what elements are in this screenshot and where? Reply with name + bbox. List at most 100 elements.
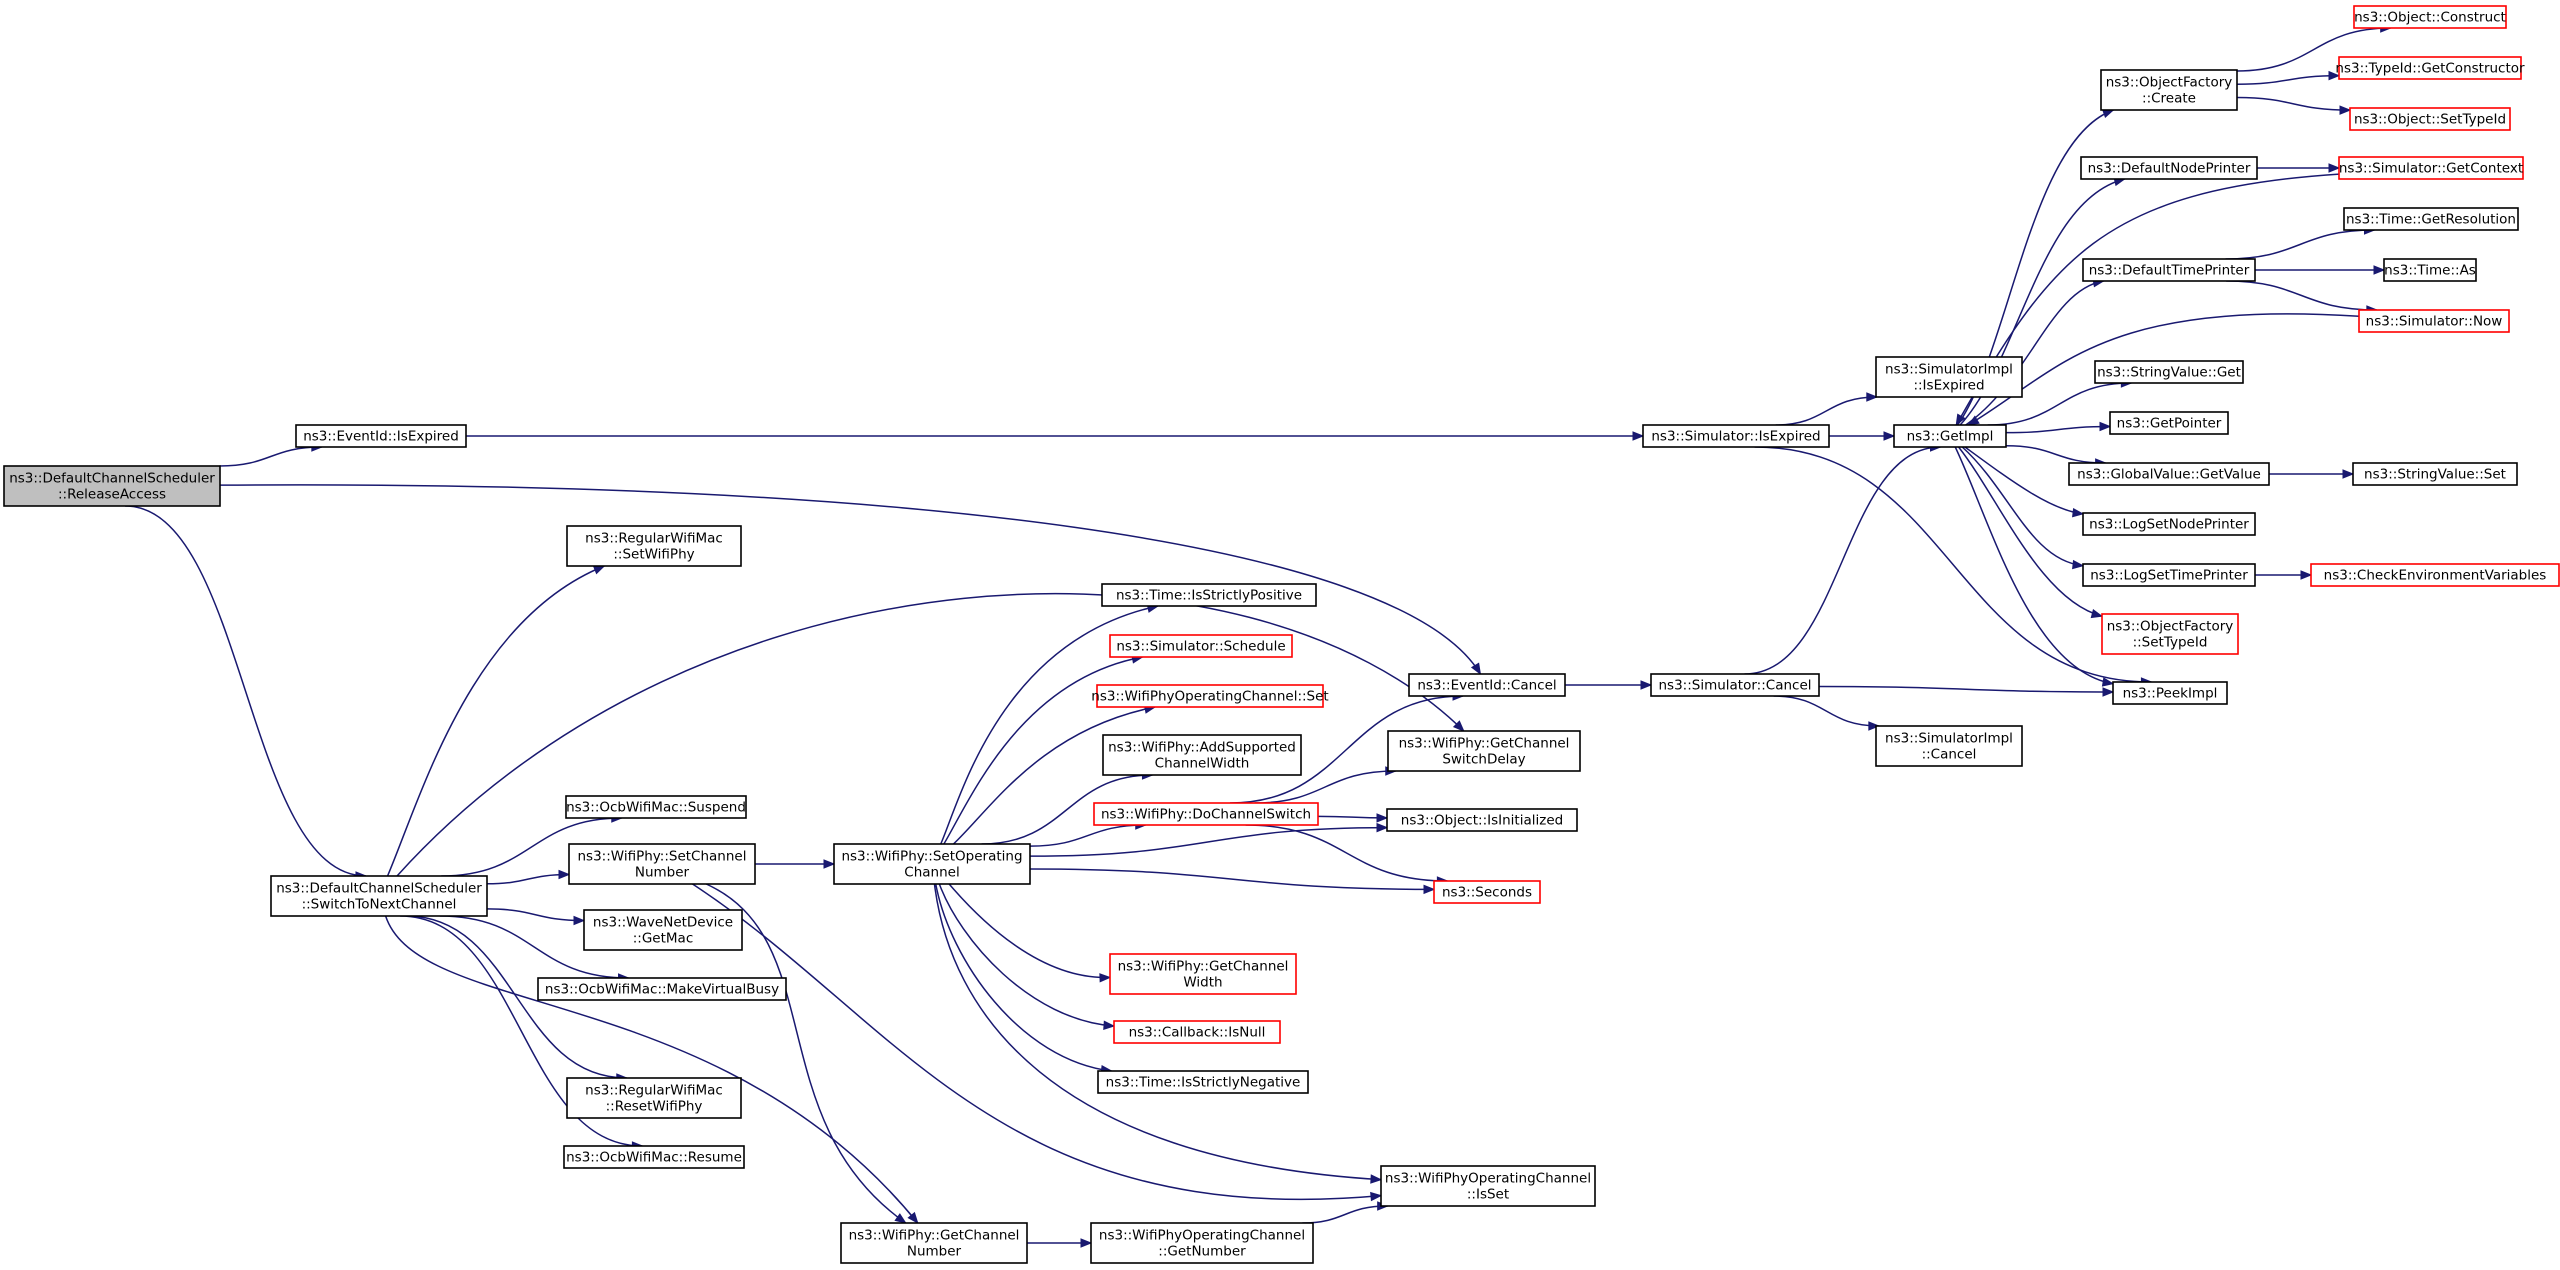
edge-dochanswitch-to-getswitchdelay: [1254, 770, 1396, 804]
node-cb-isnull[interactable]: ns3::Callback::IsNull: [1113, 1020, 1281, 1044]
node-label: ns3::StringValue::Set: [2364, 467, 2506, 483]
node-peekimpl[interactable]: ns3::PeekImpl: [2112, 681, 2228, 705]
node-getimpl[interactable]: ns3::GetImpl: [1893, 424, 2007, 448]
edge-setopchan-to-obj-isinit: [1029, 826, 1388, 857]
node-logsettime[interactable]: ns3::LogSetTimePrinter: [2082, 563, 2256, 587]
node-obj-isinit[interactable]: ns3::Object::IsInitialized: [1386, 808, 1578, 832]
edge-gv-getvalue-to-strval-set-arrowhead: [2342, 469, 2355, 479]
node-label: ::SetTypeId: [2133, 635, 2208, 651]
node-seconds[interactable]: ns3::Seconds: [1433, 880, 1541, 904]
node-sim-now[interactable]: ns3::Simulator::Now: [2358, 309, 2510, 333]
node-checkenv[interactable]: ns3::CheckEnvironmentVariables: [2310, 563, 2560, 587]
node-sim-expired[interactable]: ns3::Simulator::IsExpired: [1642, 424, 1830, 448]
node-label: ns3::Callback::IsNull: [1129, 1025, 1266, 1041]
node-sim-schedule[interactable]: ns3::Simulator::Schedule: [1109, 634, 1293, 658]
node-gv-getvalue[interactable]: ns3::GlobalValue::GetValue: [2068, 462, 2270, 486]
edge-sim-cancel-to-peekimpl: [1818, 685, 2114, 693]
edge-sim-getcontext-to-getimpl-arrowhead: [1955, 413, 1966, 427]
node-dochanswitch[interactable]: ns3::WifiPhy::DoChannelSwitch: [1093, 802, 1319, 826]
edge-setchannum-to-getchannum-arrowhead: [894, 1213, 907, 1224]
node-simimpl-expired[interactable]: ns3::SimulatorImpl::IsExpired: [1875, 356, 2023, 398]
node-label: ns3::GetImpl: [1907, 429, 1994, 445]
node-time-pos[interactable]: ns3::Time::IsStrictlyPositive: [1101, 583, 1317, 607]
node-box: [2109, 411, 2229, 435]
edge-eid-cancel-to-sim-cancel-arrowhead: [1640, 680, 1653, 690]
node-def-time-printer[interactable]: ns3::DefaultTimePrinter: [2082, 258, 2256, 282]
node-woc-set[interactable]: ns3::WifiPhyOperatingChannel::Set: [1091, 684, 1329, 708]
node-rwm-setphy[interactable]: ns3::RegularWifiMac::SetWifiPhy: [566, 525, 742, 567]
node-label: ns3::Simulator::Now: [2366, 314, 2503, 330]
node-of-create[interactable]: ns3::ObjectFactory::Create: [2100, 69, 2238, 111]
edge-switchnext-to-wnd-getmac-arrowhead: [573, 915, 586, 926]
node-label: ns3::Object::SetTypeId: [2354, 112, 2506, 128]
node-box: [3, 465, 221, 507]
node-ocb-resume[interactable]: ns3::OcbWifiMac::Resume: [563, 1145, 745, 1169]
node-box: [1642, 424, 1830, 448]
node-eid-cancel[interactable]: ns3::EventId::Cancel: [1408, 673, 1566, 697]
node-logsetnode[interactable]: ns3::LogSetNodePrinter: [2082, 512, 2256, 536]
edge-woc-getnum-to-woc-isset: [1302, 1205, 1388, 1224]
edge-switchnext-to-rwm-resetphy: [406, 915, 627, 1079]
node-woc-getnum[interactable]: ns3::WifiPhyOperatingChannel::GetNumber: [1090, 1222, 1314, 1264]
node-ocb-busy[interactable]: ns3::OcbWifiMac::MakeVirtualBusy: [537, 977, 787, 1001]
edge-setopchan-to-getchanwidth-arrowhead: [1099, 973, 1112, 983]
node-label: ns3::WifiPhyOperatingChannel: [1385, 1171, 1591, 1187]
node-ocb-suspend[interactable]: ns3::OcbWifiMac::Suspend: [565, 795, 747, 819]
node-strval-set[interactable]: ns3::StringValue::Set: [2352, 462, 2518, 486]
node-label: ns3::WifiPhy::DoChannelSwitch: [1101, 807, 1311, 823]
node-box: [2082, 512, 2256, 536]
node-label: ns3::ObjectFactory: [2106, 75, 2233, 91]
node-box: [1875, 356, 2023, 398]
node-box: [1433, 880, 1541, 904]
node-box: [1102, 734, 1302, 776]
node-label: ns3::DefaultChannelScheduler: [9, 471, 215, 487]
node-obj-construct[interactable]: ns3::Object::Construct: [2353, 5, 2507, 29]
node-label: ns3::Simulator::Cancel: [1658, 678, 1811, 694]
node-sim-getcontext[interactable]: ns3::Simulator::GetContext: [2338, 156, 2524, 180]
node-release[interactable]: ns3::DefaultChannelScheduler::ReleaseAcc…: [3, 465, 221, 507]
node-def-node-printer[interactable]: ns3::DefaultNodePrinter: [2080, 156, 2258, 180]
node-tid-getctor[interactable]: ns3::TypeId::GetConstructor: [2335, 56, 2525, 80]
edge-switchnext-to-wnd-getmac: [486, 908, 585, 922]
edge-sim-expired-to-simimpl-expired: [1775, 396, 1877, 426]
edge-getimpl-to-gv-getvalue: [2005, 444, 2106, 464]
edge-sim-cancel-to-simimpl-cancel: [1773, 695, 1879, 727]
node-obj-settypeid[interactable]: ns3::Object::SetTypeId: [2349, 107, 2511, 131]
node-rwm-resetphy[interactable]: ns3::RegularWifiMac::ResetWifiPhy: [566, 1077, 742, 1119]
edge-switchnext-to-setchannum: [486, 873, 570, 885]
node-box: [537, 977, 787, 1001]
node-label: ns3::OcbWifiMac::Resume: [566, 1150, 742, 1166]
node-box: [2383, 258, 2477, 282]
edge-setopchan-to-seconds: [1029, 868, 1435, 891]
node-time-neg[interactable]: ns3::Time::IsStrictlyNegative: [1097, 1070, 1309, 1094]
node-wnd-getmac[interactable]: ns3::WaveNetDevice::GetMac: [583, 909, 743, 951]
edge-getimpl-to-getpointer: [2005, 425, 2111, 434]
node-of-settypeid[interactable]: ns3::ObjectFactory::SetTypeId: [2101, 613, 2239, 655]
node-box: [1109, 953, 1297, 995]
node-getpointer[interactable]: ns3::GetPointer: [2109, 411, 2229, 435]
node-strval-get[interactable]: ns3::StringValue::Get: [2094, 360, 2244, 384]
node-woc-isset[interactable]: ns3::WifiPhyOperatingChannel::IsSet: [1380, 1165, 1596, 1207]
node-label: ::Cancel: [1922, 747, 1977, 763]
edge-of-create-to-obj-settypeid: [2236, 96, 2351, 111]
node-box: [563, 1145, 745, 1169]
node-box: [2101, 613, 2239, 655]
edge-dochanswitch-to-eid-cancel: [1229, 695, 1464, 804]
node-box: [2094, 360, 2244, 384]
node-switchnext[interactable]: ns3::DefaultChannelScheduler::SwitchToNe…: [270, 875, 488, 917]
edge-of-create-to-obj-settypeid-arrowhead: [2339, 105, 2352, 115]
node-eid-expired[interactable]: ns3::EventId::IsExpired: [295, 424, 467, 448]
node-time-getres[interactable]: ns3::Time::GetResolution: [2343, 207, 2519, 231]
node-time-as[interactable]: ns3::Time::As: [2383, 258, 2477, 282]
edge-switchnext-to-ocb-suspend: [441, 817, 622, 877]
edge-switchnext-to-ocb-resume: [400, 915, 643, 1147]
node-sim-cancel[interactable]: ns3::Simulator::Cancel: [1650, 673, 1820, 697]
node-simimpl-cancel[interactable]: ns3::SimulatorImpl::Cancel: [1875, 725, 2023, 767]
edge-getimpl-to-def-time-printer: [1965, 280, 2104, 426]
